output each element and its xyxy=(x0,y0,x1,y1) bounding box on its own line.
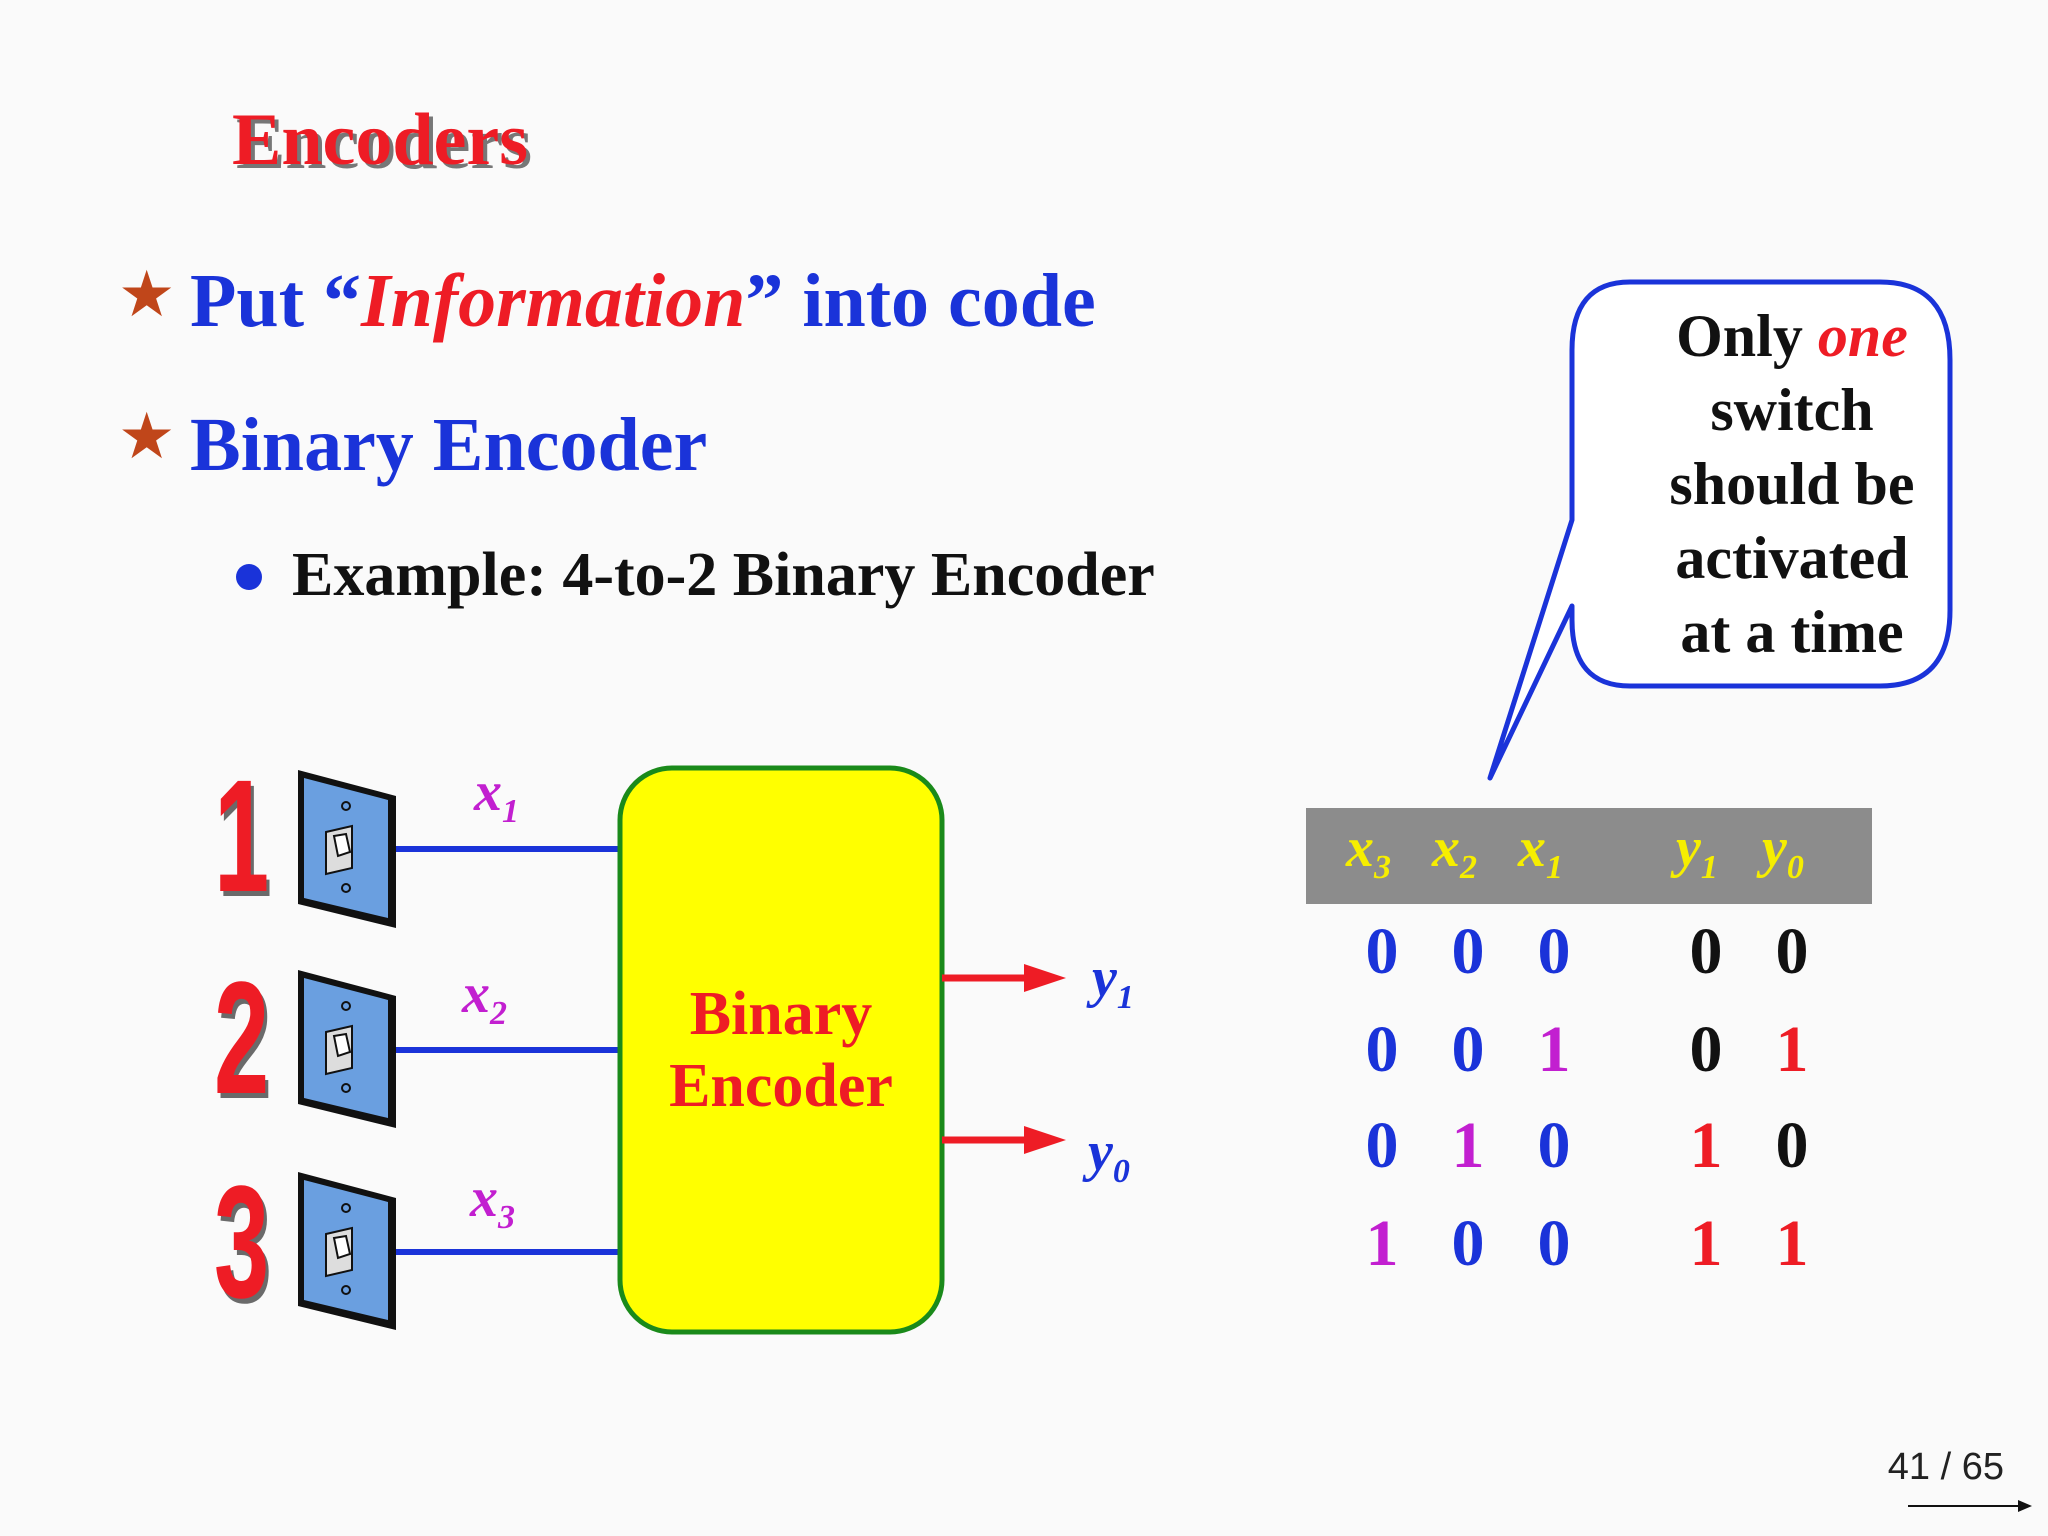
switch-2-icon xyxy=(298,970,396,1128)
table-header-y1: y1 xyxy=(1676,817,1718,887)
encoder-label-line-2: Encoder xyxy=(669,1052,893,1120)
input-label-x3: x3 xyxy=(470,1167,515,1237)
table-cell: 0 xyxy=(1365,1013,1399,1086)
table-cell: 0 xyxy=(1537,1207,1571,1280)
callout-line-3: should be xyxy=(1669,451,1915,517)
table-cell: 0 xyxy=(1775,1109,1809,1182)
table-cell: 0 xyxy=(1775,915,1809,988)
table-header-x2: x2 xyxy=(1432,817,1477,887)
table-header-x1: x1 xyxy=(1518,817,1563,887)
truth-table-header-bar xyxy=(1306,808,1872,904)
callout-line-4: activated xyxy=(1675,525,1909,591)
table-header-x3: x3 xyxy=(1346,817,1391,887)
next-arrow-icon[interactable] xyxy=(1906,1494,2036,1518)
table-cell: 0 xyxy=(1365,1109,1399,1182)
switch-3-icon xyxy=(298,1172,396,1330)
table-cell: 0 xyxy=(1365,915,1399,988)
encoder-label-line-1: Binary xyxy=(689,980,873,1048)
table-header-y0: y0 xyxy=(1762,817,1804,887)
table-cell: 1 xyxy=(1775,1207,1809,1280)
sub-bullet-example: Example: 4-to-2 Binary Encoder xyxy=(292,541,1155,609)
table-cell: 1 xyxy=(1775,1013,1809,1086)
table-cell: 0 xyxy=(1451,1207,1485,1280)
switch-number-3: 3 xyxy=(214,1152,270,1331)
callout-bubble xyxy=(1487,279,1953,781)
arrow-y1-head xyxy=(1024,964,1066,992)
encoder-label: Binary Encoder xyxy=(620,978,942,1122)
table-cell: 1 xyxy=(1365,1207,1399,1280)
table-cell: 1 xyxy=(1689,1207,1723,1280)
slide-title: Encoders xyxy=(232,99,528,181)
callout-line-1: Only one xyxy=(1676,303,1908,369)
table-cell: 0 xyxy=(1689,915,1723,988)
page-indicator: 41 / 65 xyxy=(1887,1446,2004,1488)
table-cell: 0 xyxy=(1537,1109,1571,1182)
callout-line-5: at a time xyxy=(1680,599,1904,665)
star-bullet-icon: ★ xyxy=(118,259,176,330)
switch-number-1: 1 xyxy=(214,746,270,925)
bullet-binary-encoder: Binary Encoder xyxy=(190,403,708,487)
table-cell: 1 xyxy=(1451,1109,1485,1182)
arrow-y0-head xyxy=(1024,1126,1066,1154)
dot-bullet-icon xyxy=(236,564,262,590)
bullet-1-emphasis: Information xyxy=(361,259,746,343)
switch-1-icon xyxy=(298,770,396,928)
output-label-y1: y1 xyxy=(1092,947,1134,1017)
output-label-y0: y0 xyxy=(1088,1121,1130,1191)
encoder-box xyxy=(617,765,945,1335)
callout-line-2: switch xyxy=(1710,377,1874,443)
table-cell: 0 xyxy=(1537,915,1571,988)
switch-number-2: 2 xyxy=(214,948,270,1127)
table-cell: 0 xyxy=(1451,1013,1485,1086)
bullet-1-pre: Put “ xyxy=(190,259,361,343)
table-cell: 1 xyxy=(1537,1013,1571,1086)
table-cell: 0 xyxy=(1689,1013,1723,1086)
input-label-x2: x2 xyxy=(462,963,507,1033)
table-cell: 0 xyxy=(1451,915,1485,988)
bullet-1-post: ” into code xyxy=(745,259,1096,343)
input-label-x1: x1 xyxy=(474,761,519,831)
star-bullet-icon: ★ xyxy=(118,401,176,472)
table-cell: 1 xyxy=(1689,1109,1723,1182)
bullet-information: Put “Information” into code xyxy=(190,258,1096,345)
